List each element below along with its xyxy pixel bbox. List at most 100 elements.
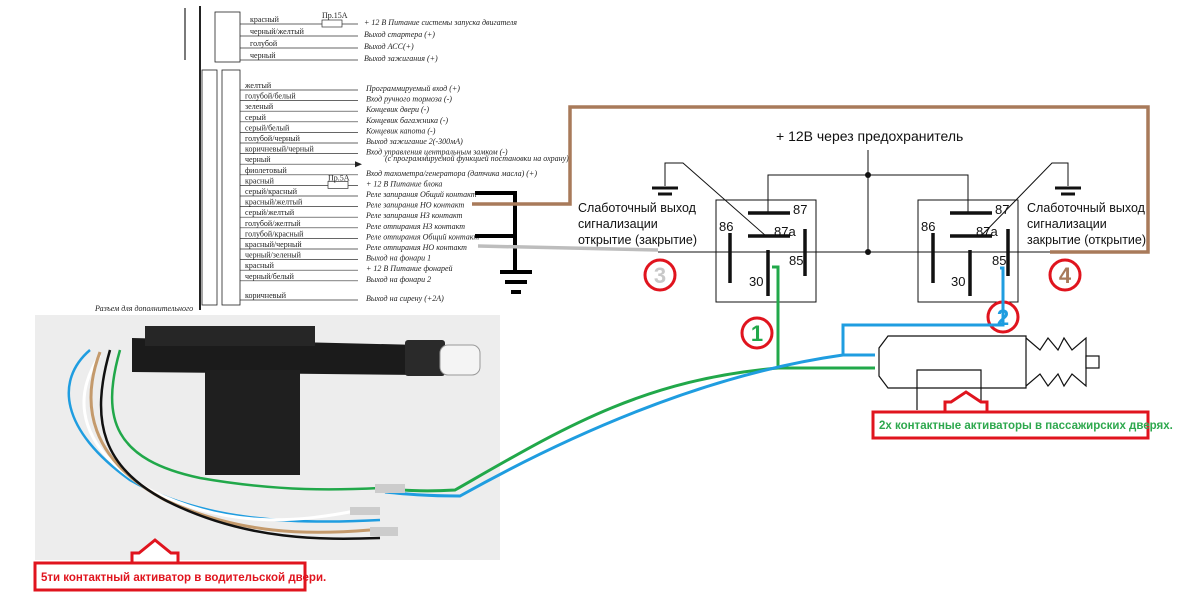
label-line: сигнализации [578,217,658,231]
marker-3: 3 [654,263,666,288]
pin-86: 86 [921,219,935,234]
wire-desc: + 12 В Питание фонарей [366,264,453,273]
wire-desc: Выход зажигание 2(-300мА) [366,137,463,146]
gray-wire [477,244,659,252]
wire-desc: Выход на фонари 1 [366,254,431,263]
wire-color: голубой/черный [245,134,301,143]
wire-row: голубой/белый Вход ручного тормоза (-) [240,92,452,104]
wire-desc: Выход стартера (+) [364,30,435,39]
wire-row: коричневый Выход на сирену (+2А) [240,291,444,303]
wire-row: серый/белый Концевик капота (-) [240,123,436,135]
wire-row: красный/черный Реле отпирания НО контакт [240,240,467,252]
wire-row: красный+ 12 В Питание системы запуска дв… [240,11,517,28]
driver-caption: 5ти контактный активатор в водительской … [41,572,326,584]
wire-color: красный [250,15,280,24]
junction-dot [865,172,871,178]
wire-desc: Вход ручного тормоза (-) [366,95,452,104]
wire-color: голубой/белый [245,92,296,101]
wire-desc: Концевик багажника (-) [365,116,448,125]
pin-85: 85 [992,253,1006,268]
wire-color: серый/белый [245,123,290,132]
right-input-label: Слаботочный выход сигнализации закрытие … [1027,201,1146,247]
relay-pin-labels: 87 86 87a 85 30 87 86 87a 85 30 [719,202,1009,289]
wire-desc: Реле отпирания НЗ контакт [365,222,465,231]
pin-30: 30 [951,274,965,289]
wire-desc: Реле отпирания НО контакт [365,243,467,252]
wire-color: красный [245,261,275,270]
wire-color: желтый [244,81,272,90]
wire-row: голубой Выход АСС(+) [240,39,414,51]
connector-note: Разъем для дополнительного [94,304,193,313]
label-line: сигнализации [1027,217,1107,231]
wire-desc: Реле запирания Общий контакт [365,190,477,199]
wire-desc: Вход тахометра/генератора (датчика масла… [366,169,537,178]
marker-1: 1 [751,321,763,346]
wiring-list [184,6,241,310]
label-line: Слаботочный выход [1027,201,1146,215]
wire-color: серый/красный [245,187,298,196]
wire-color: серый [245,113,267,122]
arrow-up-icon [943,390,989,414]
wire-desc: Выход на сирену (+2А) [366,294,444,303]
wire-color: красный/желтый [245,198,303,207]
pin-86: 86 [719,219,733,234]
left-input-label: Слаботочный выход сигнализации открытие … [578,201,697,247]
wire-desc: Концевик двери (-) [365,105,429,114]
wire-row: черный/белый Выход на фонари 2 [240,272,431,284]
relay-left [715,199,817,303]
wire-row: черный(с программируемой функцией постан… [240,154,569,168]
wire-color: голубой [250,39,278,48]
wire-desc: Концевик капота (-) [365,126,436,135]
fuse-label: Пр.5А [328,173,350,182]
pin-87a: 87a [774,224,796,239]
wire-row: зеленый Концевик двери (-) [240,102,429,114]
wire-list-top-group: красный+ 12 В Питание системы запуска дв… [240,11,517,63]
marker-4: 4 [1059,263,1072,288]
wire-color: коричневый/черный [245,145,315,154]
label-line: открытие (закрытие) [578,233,697,247]
wire-color: черный/белый [245,272,295,281]
markers: 1 2 3 4 [643,258,1082,350]
wire-desc: Выход на фонари 2 [366,275,431,284]
wire-color: коричневый [245,291,287,300]
wire-color: черный [250,51,276,60]
wire-color: красный/черный [245,240,302,249]
wire-row: красный + 12 В Питание фонарей [240,261,453,273]
ground-bus [475,191,532,294]
wire-row: красный/желтый Реле запирания НО контакт [240,198,464,210]
brown-wire [472,105,1150,254]
wire-color: фиолетовый [245,166,287,175]
wire-desc: Реле запирания НО контакт [365,201,464,210]
wire-row: голубой/черный Выход зажигание 2(-300мА) [240,134,463,146]
wire-note: (с программируемой функцией постановки н… [385,154,569,163]
wire-row: красный + 12 В Питание блока Пр.5А [240,173,442,189]
junction-dot [865,249,871,255]
wire-color: красный [245,176,275,185]
wire-color: зеленый [245,102,274,111]
driver-caption-box [33,561,307,592]
passenger-caption-box [871,410,1150,440]
fuse-label: Пр.15А [322,11,348,20]
passenger-caption: 2х контактные активаторы в пассажирских … [879,420,1173,432]
relay-right [917,199,1019,303]
wire-row: фиолетовый Вход тахометра/генератора (дат… [240,166,537,178]
wire-desc: Выход АСС(+) [364,42,414,51]
wire-desc: Выход зажигания (+) [364,54,438,63]
pin-87a: 87a [976,224,998,239]
wire-desc: Реле запирания НЗ контакт [365,211,463,220]
passenger-actuator [878,335,1100,410]
pin-30: 30 [749,274,763,289]
pin-85: 85 [789,253,803,268]
blue-wire [384,266,1005,498]
fuse-icon [327,181,349,189]
wire-desc: + 12 В Питание блока [366,179,442,188]
fuse-icon [321,19,343,28]
